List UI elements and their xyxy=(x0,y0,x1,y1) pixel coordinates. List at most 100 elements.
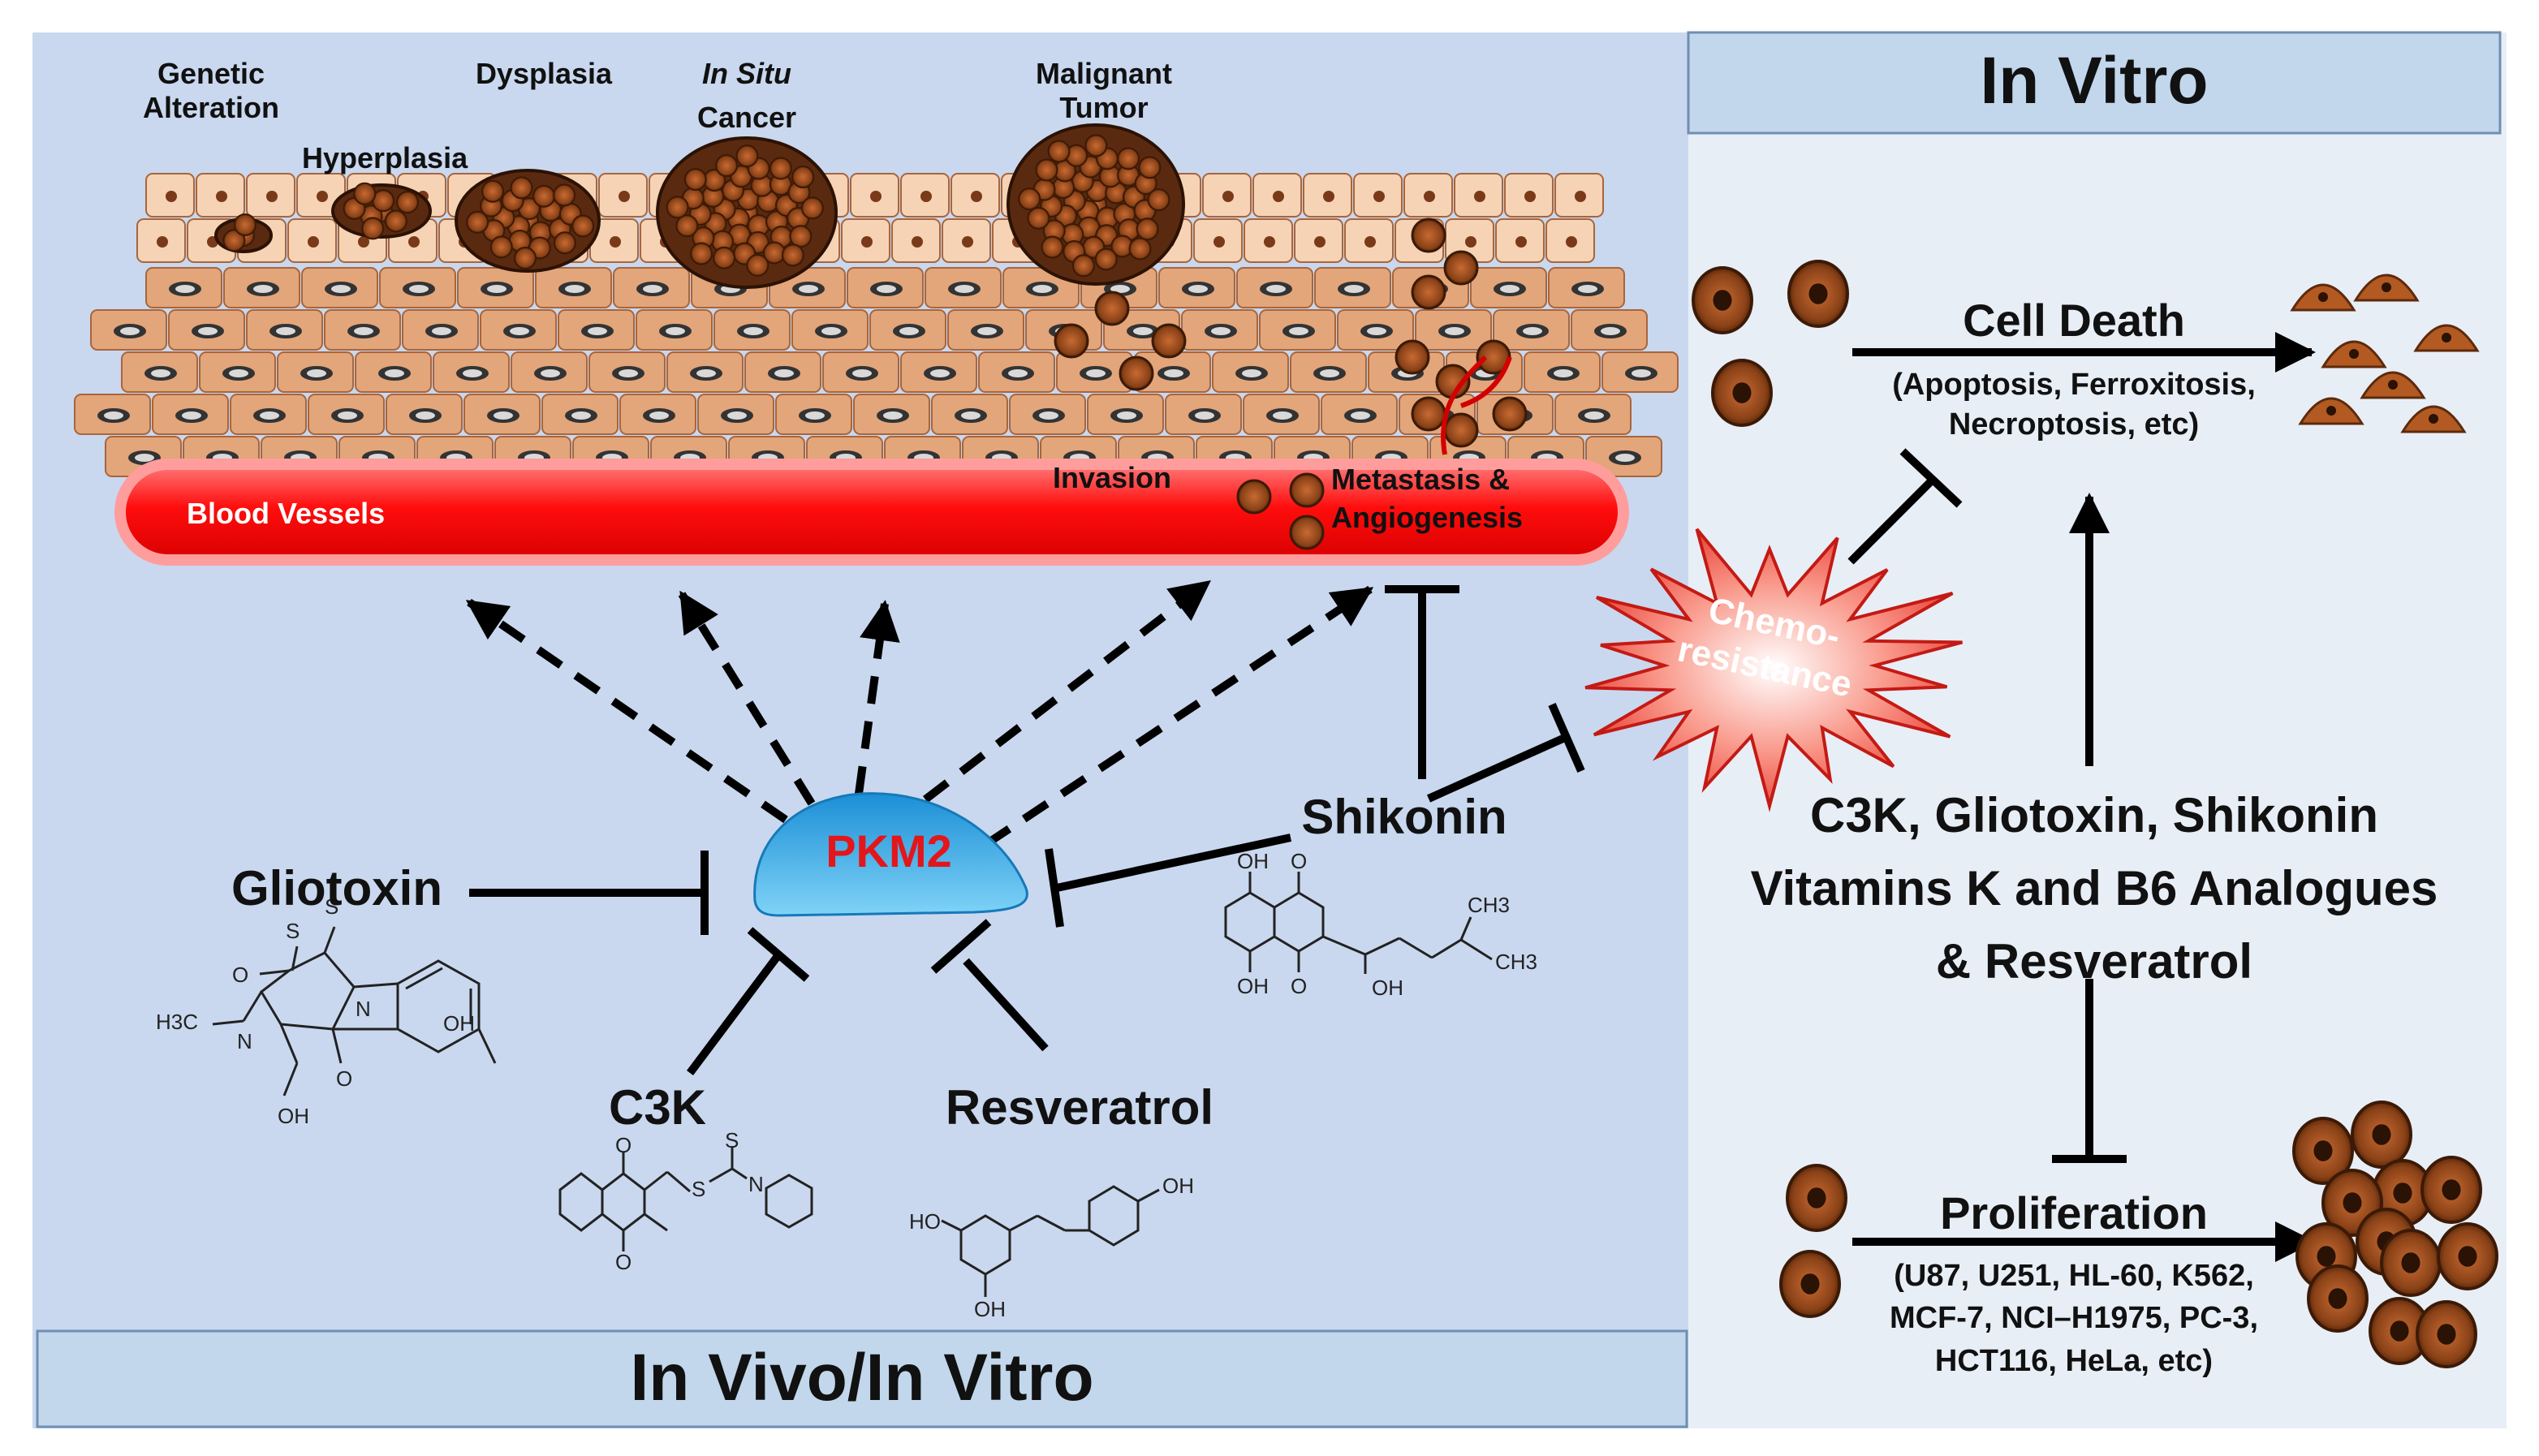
tissue-cell xyxy=(1337,309,1414,351)
tissue-cell xyxy=(246,309,323,351)
shikonin-inhibits-chemoresistance xyxy=(1426,733,1569,803)
tissue-cell xyxy=(1493,309,1570,351)
gliotoxin-n2-label: N xyxy=(356,997,371,1021)
migrating-cell xyxy=(1411,274,1446,310)
blood-vessels-label: Blood Vessels xyxy=(187,497,386,530)
tissue-cell xyxy=(230,394,307,435)
migrating-cell xyxy=(1395,339,1430,375)
tissue-cell xyxy=(1403,173,1453,218)
arrow-to-invasion xyxy=(922,579,1211,803)
tissue-cell xyxy=(541,394,619,435)
tissue-cell xyxy=(666,351,744,393)
agents-label: C3K, Gliotoxin, Shikonin Vitamins K and … xyxy=(1750,788,2438,989)
tissue-cell xyxy=(136,218,186,263)
tissue-cell xyxy=(613,267,690,308)
dysplasia-label: Dysplasia xyxy=(475,57,613,90)
chemoresistance-inhibits-cell-death xyxy=(1847,476,1937,565)
tissue-cell xyxy=(942,218,991,263)
tissue-cell xyxy=(1252,173,1302,218)
tissue-cell xyxy=(535,267,612,308)
arrow-to-in-situ-cancer xyxy=(855,600,900,795)
tissue-cell xyxy=(853,394,930,435)
gliotoxin-o2-label: O xyxy=(336,1066,353,1091)
tissue-cell xyxy=(1303,173,1352,218)
c3k-structure xyxy=(558,1146,813,1251)
tissue-cell xyxy=(1314,267,1391,308)
shikonin-oh3-label: OH xyxy=(1372,976,1403,1000)
gliotoxin-oh-label: OH xyxy=(443,1011,475,1036)
tissue-cell xyxy=(463,394,541,435)
shikonin-ch3-label: CH3 xyxy=(1468,893,1511,917)
tissue-cell xyxy=(1545,218,1595,263)
tissue-cell xyxy=(744,351,821,393)
migrating-cell xyxy=(1411,396,1446,432)
tissue-cell xyxy=(145,267,222,308)
tissue-cell xyxy=(1290,351,1367,393)
solid-arrows xyxy=(1852,332,2316,1262)
gliotoxin-s-label: S xyxy=(325,894,339,919)
inhibition-lines xyxy=(469,448,2127,1163)
cell-death-types-label: (Apoptosis, Ferroxitosis, Necroptosis, e… xyxy=(1892,368,2256,442)
tissue-cell xyxy=(925,267,1002,308)
tissue-cell xyxy=(308,394,385,435)
tissue-cell xyxy=(900,173,950,218)
proliferation-label: Proliferation xyxy=(1940,1187,2208,1238)
malignant-tumor-label: Malignant Tumor xyxy=(1036,57,1172,125)
tissue-cell xyxy=(1353,173,1403,218)
tissue-cell xyxy=(457,267,534,308)
tissue-cell xyxy=(1181,309,1258,351)
tissue-cell xyxy=(791,309,869,351)
tissue-cell xyxy=(1244,218,1293,263)
tissue-cell xyxy=(1056,351,1133,393)
c3k-o2-label: O xyxy=(615,1250,632,1274)
tissue-cell xyxy=(196,173,245,218)
tissue-cell xyxy=(379,267,456,308)
gliotoxin-label: Gliotoxin xyxy=(231,861,442,915)
tissue-cell xyxy=(1259,309,1336,351)
in-situ-label: In Situ xyxy=(702,57,791,90)
tissue-cell xyxy=(355,351,432,393)
tissue-cell xyxy=(1601,351,1679,393)
resveratrol-structure xyxy=(941,1185,1160,1297)
resveratrol-ho-label: HO xyxy=(909,1209,941,1234)
c3k-o-label: O xyxy=(615,1133,632,1157)
gliotoxin-h3c-label: H3C xyxy=(156,1010,199,1034)
tissue-cell xyxy=(433,351,510,393)
tissue-cell xyxy=(1548,267,1625,308)
migrating-cell xyxy=(1289,472,1325,508)
tissue-cell xyxy=(511,351,588,393)
migrating-cell xyxy=(1289,515,1325,550)
migrating-cell xyxy=(1411,218,1446,253)
tissue-cell xyxy=(223,267,300,308)
c3k-s2-label: S xyxy=(725,1128,739,1152)
tissue-cell xyxy=(199,351,276,393)
malignant-tumor-cluster xyxy=(1007,123,1185,286)
cell-lines-label: (U87, U251, HL-60, K562, MCF-7, NCI–H197… xyxy=(1889,1259,2258,1378)
pkm2-activation-arrows xyxy=(465,579,1374,848)
tissue-cell xyxy=(1236,267,1313,308)
dysplasia-cluster xyxy=(455,169,601,273)
tissue-cell xyxy=(121,351,198,393)
cancer-label: Cancer xyxy=(696,101,797,134)
hyperplasia-cluster xyxy=(331,182,432,240)
chemoresistance-bar xyxy=(1899,448,1963,508)
tissue-cell xyxy=(713,309,791,351)
migrating-cell xyxy=(1054,323,1089,359)
tissue-cell xyxy=(168,309,245,351)
shikonin-oh-label: OH xyxy=(1237,849,1269,873)
gliotoxin-n-label: N xyxy=(237,1029,252,1053)
c3k-s-label: S xyxy=(692,1177,706,1201)
tissue-cell xyxy=(1294,218,1343,263)
shikonin-o-label: O xyxy=(1291,849,1308,873)
in-vitro-cells xyxy=(1692,260,2498,1368)
tissue-cell xyxy=(775,394,852,435)
genetic-alteration-cluster xyxy=(214,213,273,253)
shikonin-chemoresistance-bar xyxy=(1548,702,1585,773)
tissue-cell xyxy=(1158,267,1235,308)
c3k-label: C3K xyxy=(608,1080,707,1135)
resveratrol-inhibits-pkm2 xyxy=(963,958,1049,1052)
resveratrol-label: Resveratrol xyxy=(945,1080,1214,1135)
tissue-cell xyxy=(1571,309,1648,351)
tissue-cell xyxy=(619,394,696,435)
tissue-cell xyxy=(1202,173,1252,218)
